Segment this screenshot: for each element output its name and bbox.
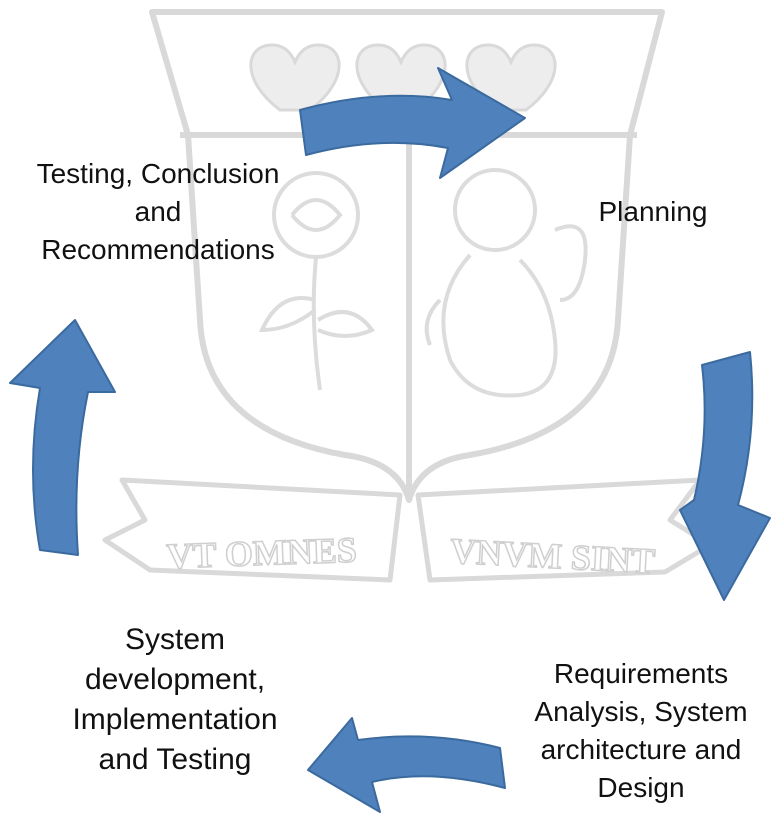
rose-icon: [258, 171, 376, 391]
stage-development-label: System development, Implementation and T…: [72, 623, 278, 776]
curved-arrow-icon: [9, 319, 116, 556]
heart-icon: [465, 43, 557, 112]
lion-icon: [424, 168, 588, 398]
curved-arrow-icon: [307, 717, 506, 813]
curved-arrow-icon: [299, 67, 526, 179]
heart-icon: [249, 43, 341, 112]
stage-testing-label: Testing, Conclusion and Recommendations: [36, 158, 280, 265]
stage-requirements-label: Requirements Analysis, System architectu…: [534, 658, 748, 803]
heart-icon: [355, 43, 447, 112]
curved-arrow-icon: [679, 351, 771, 601]
stage-planning-label: Planning: [598, 196, 708, 227]
motto-left-text: VT OMNES: [166, 530, 358, 577]
banner-left: [102, 477, 403, 583]
